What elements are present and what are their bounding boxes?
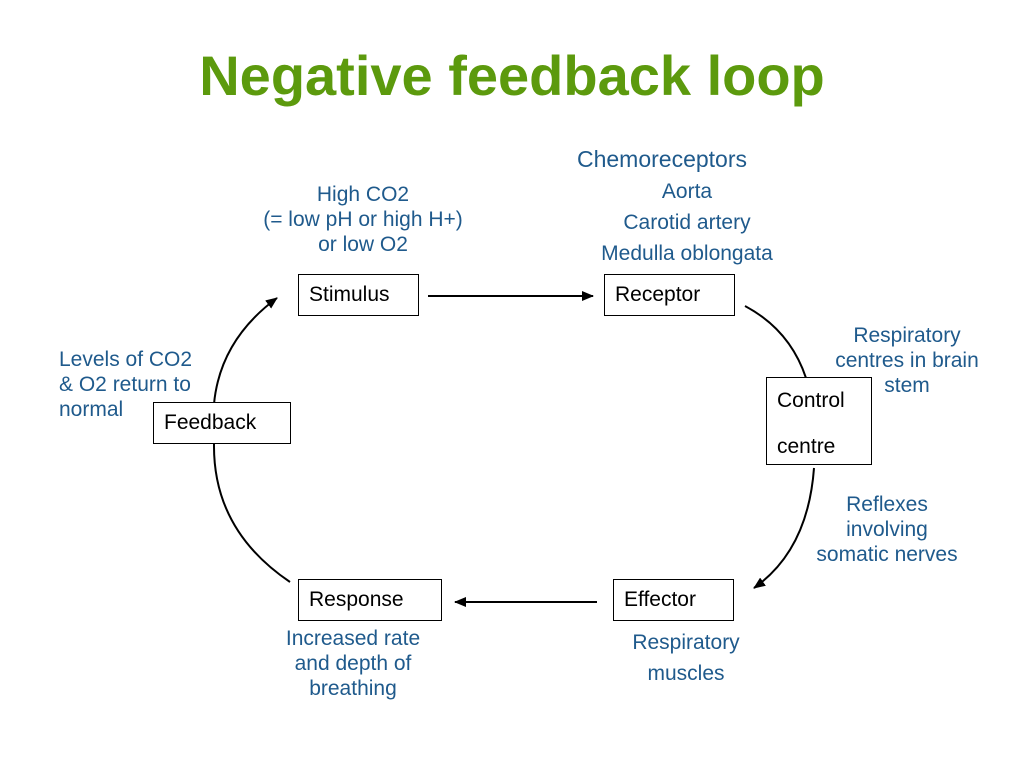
stimulus-note-line2: (= low pH or high H+) bbox=[263, 208, 463, 231]
reflexes-note: Reflexes involving somatic nerves bbox=[782, 492, 992, 567]
arrow-feedback-to-stimulus bbox=[213, 297, 278, 405]
chemoreceptor-list: Aorta Carotid artery Medulla oblongata bbox=[560, 176, 814, 269]
response-label: Response bbox=[309, 588, 404, 611]
response-note-line3: breathing bbox=[309, 677, 397, 700]
stimulus-note-line1: High CO2 bbox=[316, 183, 410, 206]
feedback-note-line2: & O2 return to bbox=[59, 373, 191, 396]
stimulus-note: High CO2 (= low pH or high H+) or low O2 bbox=[213, 182, 513, 257]
curve-receptor-to-control bbox=[744, 305, 807, 379]
feedback-note: Levels of CO2 & O2 return to normal bbox=[59, 347, 239, 422]
chemoreceptors-title: Chemoreceptors bbox=[576, 146, 748, 172]
feedback-box: Feedback bbox=[153, 402, 291, 444]
response-box: Response bbox=[298, 579, 442, 621]
page-title: Negative feedback loop bbox=[199, 44, 825, 107]
arrow-control-to-effector bbox=[753, 467, 815, 589]
receptor-box: Receptor bbox=[604, 274, 735, 316]
control-centre-note: Respiratory centres in brain stem bbox=[800, 323, 1014, 398]
effector-note-line2: muscles bbox=[647, 662, 725, 685]
control-note-line2: centres in brain bbox=[835, 349, 979, 372]
control-note-line1: Respiratory bbox=[853, 324, 961, 347]
receptor-label: Receptor bbox=[615, 283, 701, 306]
feedback-label: Feedback bbox=[164, 411, 257, 434]
feedback-note-line1: Levels of CO2 bbox=[59, 348, 193, 371]
response-note: Increased rate and depth of breathing bbox=[243, 626, 463, 701]
effector-box: Effector bbox=[613, 579, 734, 621]
reflexes-note-line1: Reflexes bbox=[846, 493, 928, 516]
effector-note: Respiratory muscles bbox=[596, 627, 776, 689]
chemoreceptor-item: Aorta bbox=[661, 180, 713, 203]
control-note-line3: stem bbox=[884, 374, 930, 397]
stimulus-label: Stimulus bbox=[309, 283, 390, 306]
control-label-line1: Control bbox=[777, 389, 845, 412]
effector-note-line1: Respiratory bbox=[632, 631, 740, 654]
reflexes-note-line3: somatic nerves bbox=[816, 543, 958, 566]
control-centre-box: Control centre bbox=[766, 377, 872, 465]
reflexes-note-line2: involving bbox=[846, 518, 928, 541]
stimulus-box: Stimulus bbox=[298, 274, 419, 316]
chemoreceptor-item: Carotid artery bbox=[623, 211, 751, 234]
curve-response-to-feedback bbox=[212, 443, 291, 583]
stimulus-note-line3: or low O2 bbox=[318, 233, 408, 256]
response-note-line2: and depth of bbox=[294, 652, 412, 675]
feedback-note-line3: normal bbox=[59, 398, 124, 421]
control-label-line2: centre bbox=[777, 435, 836, 458]
response-note-line1: Increased rate bbox=[285, 627, 421, 650]
chemoreceptor-item: Medulla oblongata bbox=[601, 242, 773, 265]
effector-label: Effector bbox=[624, 588, 696, 611]
